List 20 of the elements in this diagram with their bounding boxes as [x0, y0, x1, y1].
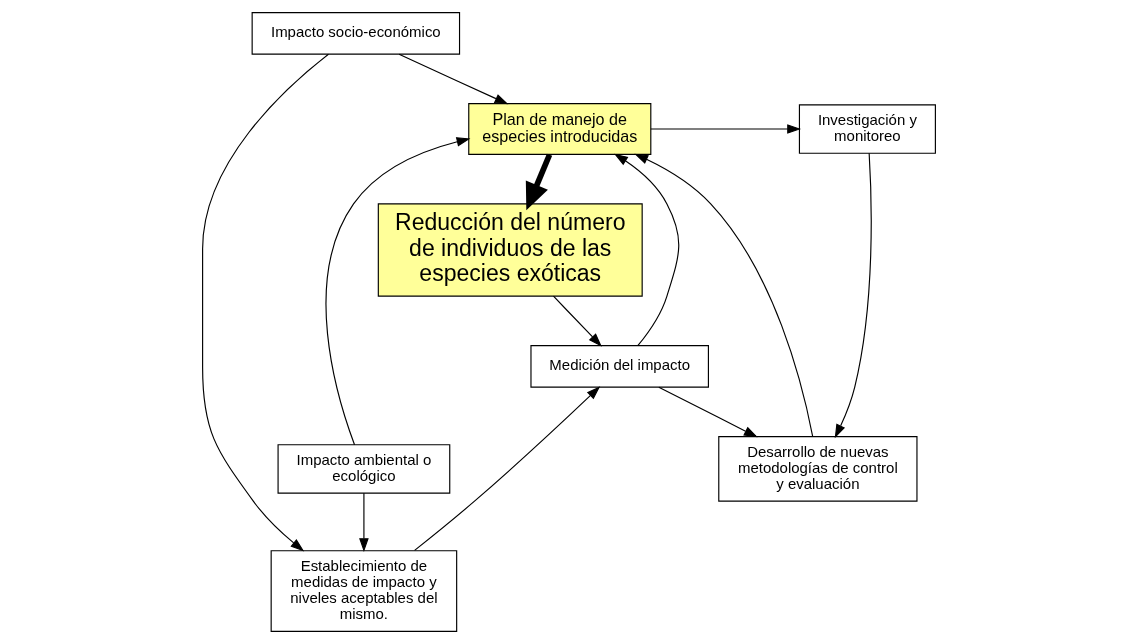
node-box: Reducción del número de individuos de las especies exóticas [377, 203, 643, 297]
node-box: Desarrollo de nuevas metodologías de control y evaluación [717, 436, 918, 502]
arrow [413, 386, 600, 551]
arrow [649, 124, 801, 134]
node-box: Investigación y monitoreo [798, 104, 936, 154]
node-box: Medición del impacto [529, 345, 709, 388]
arrow [633, 153, 813, 438]
node-box: Establecimiento de medidas de impacto y niveles aceptables del mismo. [270, 550, 457, 632]
arrow [657, 386, 758, 438]
node-box: Plan de manejo de especies introducidas [467, 103, 651, 155]
arrow [201, 53, 329, 552]
arrow [552, 295, 602, 347]
arrow [613, 153, 679, 347]
node-box: Impacto ambiental o ecológico [277, 444, 450, 494]
arrow [398, 53, 508, 105]
arrow [525, 153, 552, 211]
arrow [325, 137, 470, 446]
arrow [834, 152, 872, 439]
node-box: Impacto socio-económico [251, 12, 460, 55]
arrow [358, 492, 369, 553]
